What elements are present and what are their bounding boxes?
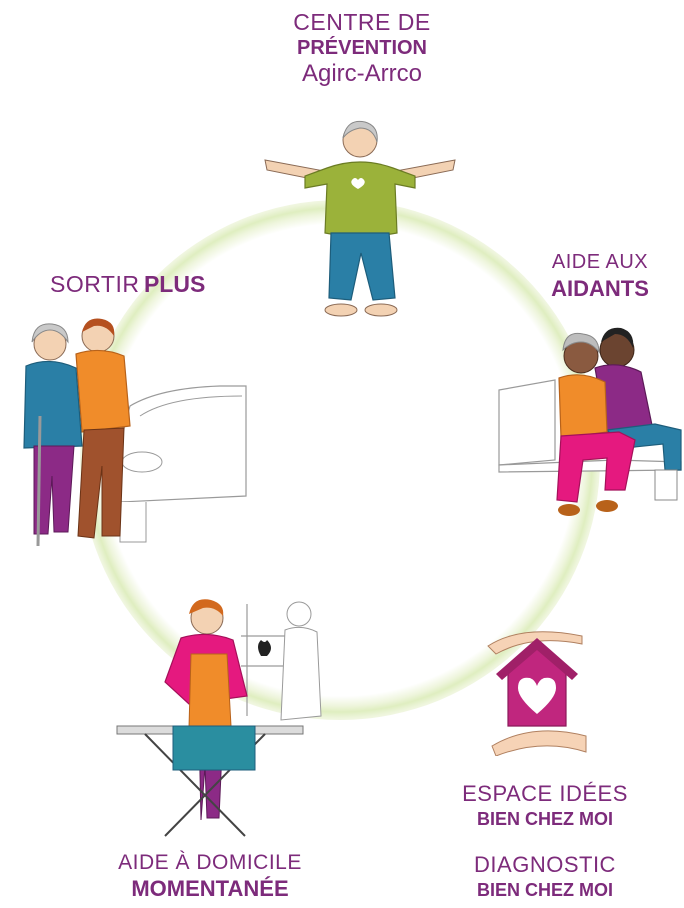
caregivers-couple-icon [498, 327, 682, 516]
label-left-thin: SORTIR [50, 271, 140, 297]
label-centre-prevention: CENTRE DE PRÉVENTION Agirc-Arrco [262, 10, 462, 86]
woman-ironing-icon [116, 599, 322, 837]
label-aide-domicile: AIDE À DOMICILE MOMENTANÉE [100, 851, 320, 902]
house-hands-heart-icon [487, 631, 587, 756]
label-bl-line2: MOMENTANÉE [131, 876, 289, 902]
label-top-line2: PRÉVENTION [296, 37, 428, 60]
label-right-line2: AIDANTS [551, 276, 649, 301]
label-br1-line2: BIEN CHEZ MOI [476, 809, 613, 830]
label-sortir-plus: SORTIR PLUS [50, 272, 220, 297]
woman-stretching-icon [264, 120, 456, 317]
label-bl-line1: AIDE À DOMICILE [118, 851, 302, 874]
label-right-line1: AIDE AUX [551, 251, 649, 273]
label-br1-line1: ESPACE IDÉES [462, 781, 628, 806]
label-br2-line1: DIAGNOSTIC [474, 852, 616, 877]
elderly-couple-car-icon [23, 318, 247, 547]
label-top-line3: Agirc-Arrco [301, 60, 422, 88]
label-br2-line2: BIEN CHEZ MOI [476, 880, 613, 901]
label-aide-aidants: AIDE AUX AIDANTS [540, 251, 660, 301]
label-left-bold: PLUS [143, 271, 206, 297]
label-espace-idees: ESPACE IDÉES BIEN CHEZ MOI [450, 782, 640, 829]
label-diagnostic: DIAGNOSTIC BIEN CHEZ MOI [450, 853, 640, 900]
label-top-line1: CENTRE DE [293, 9, 431, 35]
